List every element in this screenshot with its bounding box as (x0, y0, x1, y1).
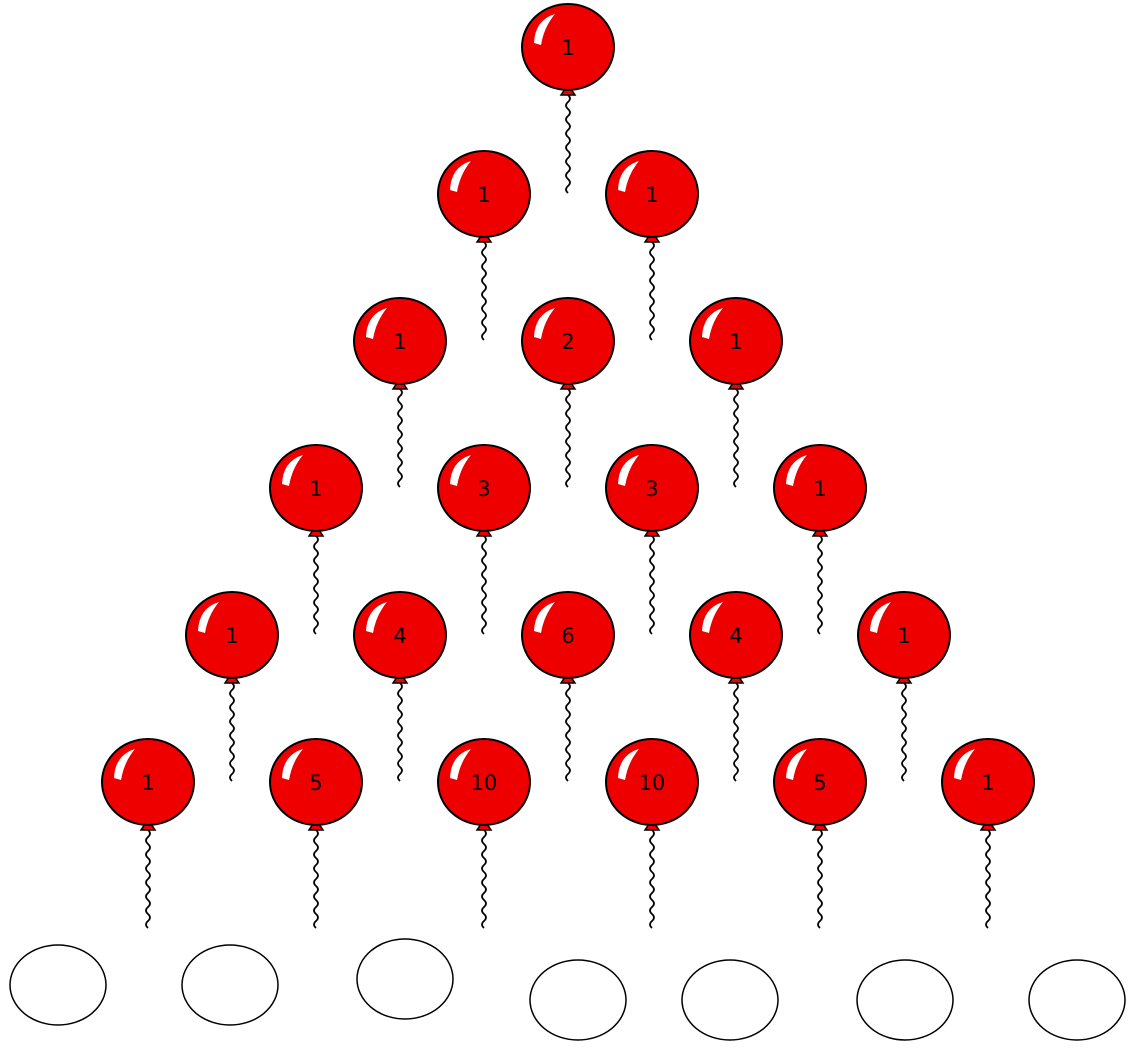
balloon-string (482, 830, 486, 928)
balloon-number: 1 (813, 477, 826, 501)
balloon: 1 (522, 4, 614, 95)
balloon-number: 1 (645, 183, 658, 207)
balloon: 4 (690, 592, 782, 683)
balloon-number: 3 (645, 477, 658, 501)
balloon: 1 (774, 445, 866, 536)
balloon-number: 1 (141, 771, 154, 795)
balloon: 3 (438, 445, 530, 536)
answer-circle[interactable] (530, 960, 626, 1040)
balloon: 2 (522, 298, 614, 389)
balloon: 1 (690, 298, 782, 389)
answer-blank[interactable] (530, 960, 626, 1040)
balloon-string (398, 389, 402, 487)
answer-blank[interactable] (682, 960, 778, 1040)
balloon-number: 1 (561, 36, 574, 60)
answer-circle[interactable] (857, 960, 953, 1040)
balloon-strings (146, 95, 990, 928)
balloon: 5 (270, 739, 362, 830)
balloon: 1 (858, 592, 950, 683)
answer-circle[interactable] (182, 945, 278, 1025)
balloon-string (398, 683, 402, 781)
balloon-number: 1 (393, 330, 406, 354)
balloon: 1 (102, 739, 194, 830)
balloon-string (566, 683, 570, 781)
balloon: 1 (438, 151, 530, 242)
answer-blank[interactable] (182, 945, 278, 1025)
balloon-string (230, 683, 234, 781)
balloon: 1 (354, 298, 446, 389)
answer-blank[interactable] (1029, 960, 1125, 1040)
balloon-string (146, 830, 150, 928)
balloon-number: 1 (897, 624, 910, 648)
balloon-string (314, 536, 318, 634)
balloon-number: 1 (729, 330, 742, 354)
balloon-string (902, 683, 906, 781)
balloon-string (986, 830, 990, 928)
balloon-number: 1 (981, 771, 994, 795)
balloon: 1 (942, 739, 1034, 830)
answer-circle[interactable] (357, 939, 453, 1019)
balloon-string (482, 536, 486, 634)
balloon-string (818, 830, 822, 928)
balloon-string (566, 389, 570, 487)
balloon-number: 2 (561, 330, 574, 354)
balloon-string (482, 242, 486, 340)
answer-circle[interactable] (1029, 960, 1125, 1040)
balloon: 10 (438, 739, 530, 830)
balloon-number: 5 (813, 771, 826, 795)
balloon-string (566, 95, 570, 193)
balloon-number: 1 (477, 183, 490, 207)
balloon: 1 (606, 151, 698, 242)
balloon: 1 (270, 445, 362, 536)
balloon-string (650, 242, 654, 340)
balloon: 4 (354, 592, 446, 683)
balloon: 10 (606, 739, 698, 830)
answer-blank[interactable] (10, 945, 106, 1025)
answer-blank[interactable] (357, 939, 453, 1019)
balloon-number: 5 (309, 771, 322, 795)
balloon: 1 (186, 592, 278, 683)
balloon: 6 (522, 592, 614, 683)
balloon-number: 4 (393, 624, 406, 648)
balloon-string (650, 536, 654, 634)
balloon-number: 6 (561, 624, 574, 648)
balloon: 5 (774, 739, 866, 830)
balloon-string (650, 830, 654, 928)
answer-blank[interactable] (857, 960, 953, 1040)
balloon-string (734, 683, 738, 781)
answer-row[interactable] (10, 939, 1125, 1040)
answer-circle[interactable] (682, 960, 778, 1040)
balloon: 3 (606, 445, 698, 536)
balloon-number: 10 (471, 771, 498, 795)
balloon-number: 4 (729, 624, 742, 648)
balloon-string (734, 389, 738, 487)
answer-circle[interactable] (10, 945, 106, 1025)
balloon-string (314, 830, 318, 928)
balloon-number: 10 (639, 771, 666, 795)
balloon-string (818, 536, 822, 634)
balloon-number: 1 (309, 477, 322, 501)
balloon-number: 1 (225, 624, 238, 648)
balloon-number: 3 (477, 477, 490, 501)
